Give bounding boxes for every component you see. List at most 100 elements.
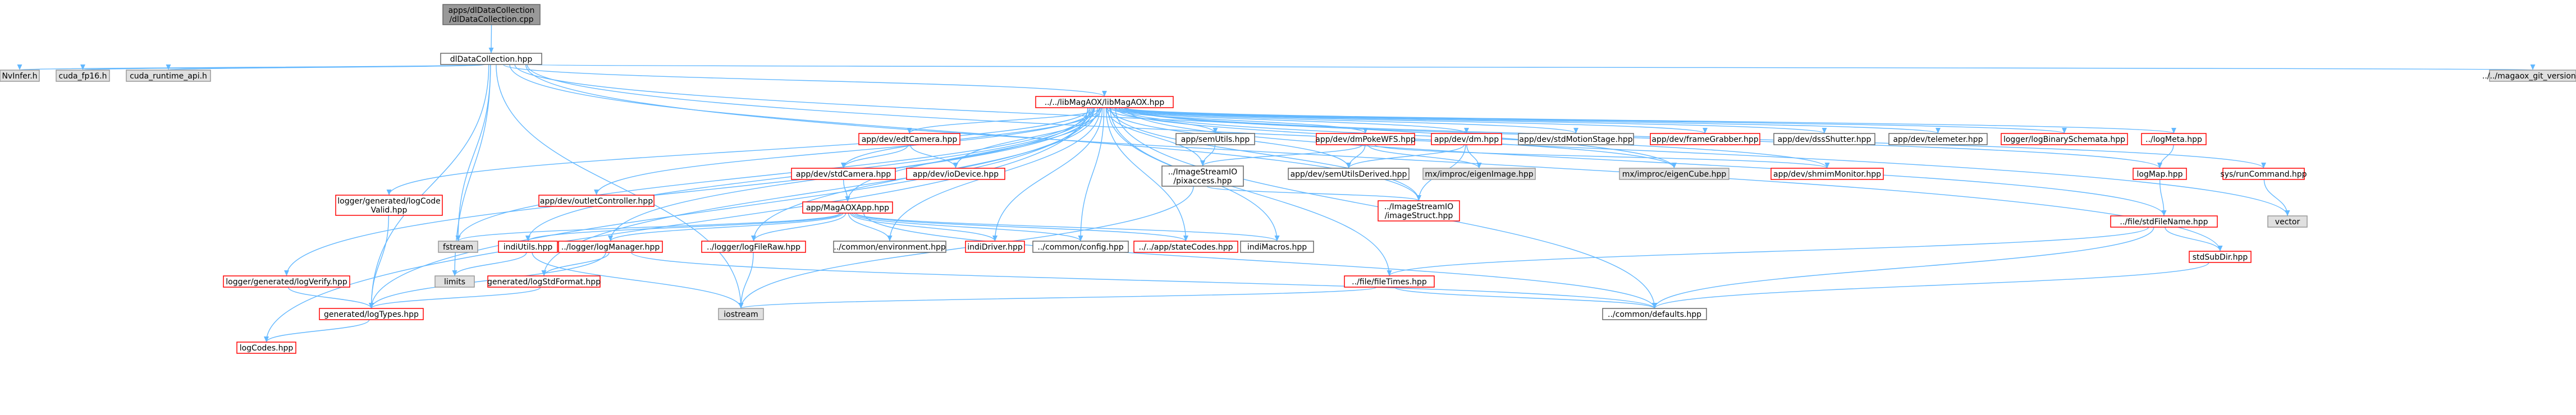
edge-magapp-to-defaults bbox=[863, 213, 1657, 309]
edge-isacc-to-imgstruct bbox=[1206, 186, 1421, 201]
node-defaults[interactable]: ../common/defaults.hpp bbox=[1602, 308, 1707, 320]
node-logmeta[interactable]: ../logMeta.hpp bbox=[2141, 133, 2207, 145]
edge-libmag-to-fstream bbox=[455, 107, 1092, 242]
node-stdsubdir[interactable]: stdSubDir.hpp bbox=[2189, 251, 2252, 263]
edge-magapp-to-indimacros bbox=[855, 213, 1280, 242]
node-telem[interactable]: app/dev/telemeter.hpp bbox=[1888, 133, 1988, 145]
node-limits: limits bbox=[434, 275, 475, 288]
node-label: app/dev/dm.hpp bbox=[1434, 135, 1499, 144]
node-logstdfmt[interactable]: generated/logStdFormat.hpp bbox=[487, 275, 601, 288]
node-label: app/dev/dssShutter.hpp bbox=[1778, 135, 1872, 144]
node-appdm[interactable]: app/dev/dm.hpp bbox=[1431, 133, 1502, 145]
edge-magapp-to-logmgr bbox=[608, 213, 844, 242]
node-label: ../logMeta.hpp bbox=[2145, 135, 2202, 144]
node-logfileraw[interactable]: ../logger/logFileRaw.hpp bbox=[701, 241, 806, 253]
node-cudafp: cuda_fp16.h bbox=[56, 70, 110, 82]
node-indiutils[interactable]: indiUtils.hpp bbox=[498, 241, 558, 253]
node-cudart: cuda_runtime_api.h bbox=[126, 70, 211, 82]
node-iodev[interactable]: app/dev/ioDevice.hpp bbox=[906, 168, 1005, 180]
edge-dmpoke-to-isacc bbox=[1200, 144, 1363, 167]
node-label: apps/dlDataCollection bbox=[449, 6, 535, 15]
node-stdcam[interactable]: app/dev/stdCamera.hpp bbox=[791, 168, 896, 180]
node-isacc[interactable]: ../ImageStreamIO/pixaccess.hpp bbox=[1161, 165, 1244, 187]
node-label: Valid.hpp bbox=[371, 206, 408, 215]
node-dlh[interactable]: dlDataCollection.hpp bbox=[440, 53, 542, 65]
edge-stdsubdir-to-defaults bbox=[1652, 262, 2209, 309]
node-motion[interactable]: app/dev/stdMotionStage.hpp bbox=[1518, 133, 1634, 145]
edge-libmag-to-outlet bbox=[594, 107, 1095, 196]
node-label: ../file/fileTimes.hpp bbox=[1352, 278, 1427, 287]
node-root[interactable]: apps/dlDataCollection/dlDataCollection.c… bbox=[442, 4, 541, 25]
node-dmpoke[interactable]: app/dev/dmPokeWFS.hpp bbox=[1315, 133, 1416, 145]
edge-libmag-to-imgstruct bbox=[1110, 107, 1421, 201]
edge-stdfile-to-stdsubdir bbox=[2165, 227, 2223, 252]
node-magapp[interactable]: app/MagAOXApp.hpp bbox=[802, 201, 893, 214]
node-envir[interactable]: ../common/environment.hpp bbox=[833, 241, 946, 253]
node-semiutils[interactable]: app/semUtils.hpp bbox=[1175, 133, 1255, 145]
node-config[interactable]: ../common/config.hpp bbox=[1032, 241, 1129, 253]
edge-logmgr-to-logstdfmt bbox=[541, 252, 610, 276]
node-label: ../common/environment.hpp bbox=[834, 243, 946, 252]
node-filetimes[interactable]: ../file/fileTimes.hpp bbox=[1344, 275, 1435, 288]
node-logtypes[interactable]: generated/logTypes.hpp bbox=[319, 308, 424, 320]
node-logmap[interactable]: logMap.hpp bbox=[2133, 168, 2187, 180]
node-sysrun[interactable]: sys/runCommand.hpp bbox=[2220, 168, 2307, 180]
node-label: logger/generated/logCode bbox=[337, 197, 441, 206]
node-label: /pixaccess.hpp bbox=[1173, 177, 1232, 186]
node-label: ../../libMagAOX/libMagAOX.hpp bbox=[1045, 98, 1165, 107]
edge-logstdfmt-to-logtypes bbox=[369, 287, 541, 309]
node-logcodes[interactable]: logCodes.hpp bbox=[236, 342, 296, 354]
node-label: logger/logBinarySchemata.hpp bbox=[2003, 135, 2125, 144]
edge-libmag-to-logmap bbox=[1125, 107, 2162, 169]
edge-magapp-to-statecodes bbox=[854, 213, 1188, 242]
node-label: dlDataCollection.hpp bbox=[450, 55, 533, 64]
edge-dmpoke-to-eigenimg bbox=[1367, 144, 1482, 169]
node-imgstruct[interactable]: ../ImageStreamIO/imageStruct.hpp bbox=[1378, 200, 1460, 222]
node-indidriver[interactable]: indiDriver.hpp bbox=[965, 241, 1025, 253]
edge-libmag-to-logverify bbox=[284, 107, 1089, 276]
node-label: indiUtils.hpp bbox=[504, 243, 553, 252]
node-semderived[interactable]: app/dev/semUtilsDerived.hpp bbox=[1288, 168, 1410, 180]
node-label: logCodes.hpp bbox=[240, 344, 294, 353]
node-label: app/dev/frameGrabber.hpp bbox=[1651, 135, 1758, 144]
edge-libmag-to-indidriver bbox=[992, 107, 1103, 242]
node-label: app/dev/outletController.hpp bbox=[540, 197, 653, 206]
node-frame[interactable]: app/dev/frameGrabber.hpp bbox=[1650, 133, 1760, 145]
node-label: logger/generated/logVerify.hpp bbox=[226, 278, 347, 287]
node-edtcam[interactable]: app/dev/edtCamera.hpp bbox=[858, 133, 960, 145]
node-outlet[interactable]: app/dev/outletController.hpp bbox=[538, 195, 655, 207]
node-label: app/dev/shmimMonitor.hpp bbox=[1773, 170, 1881, 179]
node-stdfile[interactable]: ../file/stdFileName.hpp bbox=[2110, 215, 2218, 228]
node-statecodes[interactable]: ../../app/stateCodes.hpp bbox=[1133, 241, 1238, 253]
node-label: ../logger/logManager.hpp bbox=[561, 243, 660, 252]
node-label: app/MagAOXApp.hpp bbox=[806, 204, 889, 213]
node-label: app/dev/stdCamera.hpp bbox=[796, 170, 891, 179]
node-label: app/dev/ioDevice.hpp bbox=[913, 170, 999, 179]
node-gitver: ../../magaox_git_version.h bbox=[2482, 70, 2576, 82]
node-label: /dlDataCollection.cpp bbox=[449, 15, 533, 24]
node-label: generated/logTypes.hpp bbox=[324, 310, 419, 319]
node-logmgr[interactable]: ../logger/logManager.hpp bbox=[558, 241, 663, 253]
node-label: app/dev/semUtilsDerived.hpp bbox=[1291, 170, 1407, 179]
edge-libmag-to-edtcam bbox=[907, 107, 1101, 134]
node-dssh[interactable]: app/dev/dssShutter.hpp bbox=[1773, 133, 1875, 145]
edge-filetimes-to-iostream bbox=[739, 287, 1377, 309]
edge-magapp-to-indidriver bbox=[850, 213, 998, 242]
node-libmag[interactable]: ../../libMagAOX/libMagAOX.hpp bbox=[1035, 96, 1174, 108]
edge-magapp-to-config bbox=[852, 213, 1083, 242]
edge-magapp-to-envir bbox=[848, 213, 893, 242]
node-logverify[interactable]: logger/generated/logVerify.hpp bbox=[223, 275, 350, 288]
node-label: stdSubDir.hpp bbox=[2193, 253, 2248, 262]
edge-libmag-to-magapp bbox=[845, 107, 1100, 202]
node-shmim[interactable]: app/dev/shmimMonitor.hpp bbox=[1770, 168, 1884, 180]
node-label: app/semUtils.hpp bbox=[1181, 135, 1250, 144]
node-indimacros[interactable]: indiMacros.hpp bbox=[1240, 241, 1314, 253]
node-label: mx/improc/eigenCube.hpp bbox=[1622, 170, 1727, 179]
node-logbs[interactable]: logger/logBinarySchemata.hpp bbox=[2001, 133, 2128, 145]
edge-dlh-to-cudafp bbox=[81, 64, 484, 71]
node-eigencube: mx/improc/eigenCube.hpp bbox=[1619, 168, 1729, 180]
node-fstream: fstream bbox=[438, 241, 478, 253]
node-label: indiDriver.hpp bbox=[967, 243, 1023, 252]
